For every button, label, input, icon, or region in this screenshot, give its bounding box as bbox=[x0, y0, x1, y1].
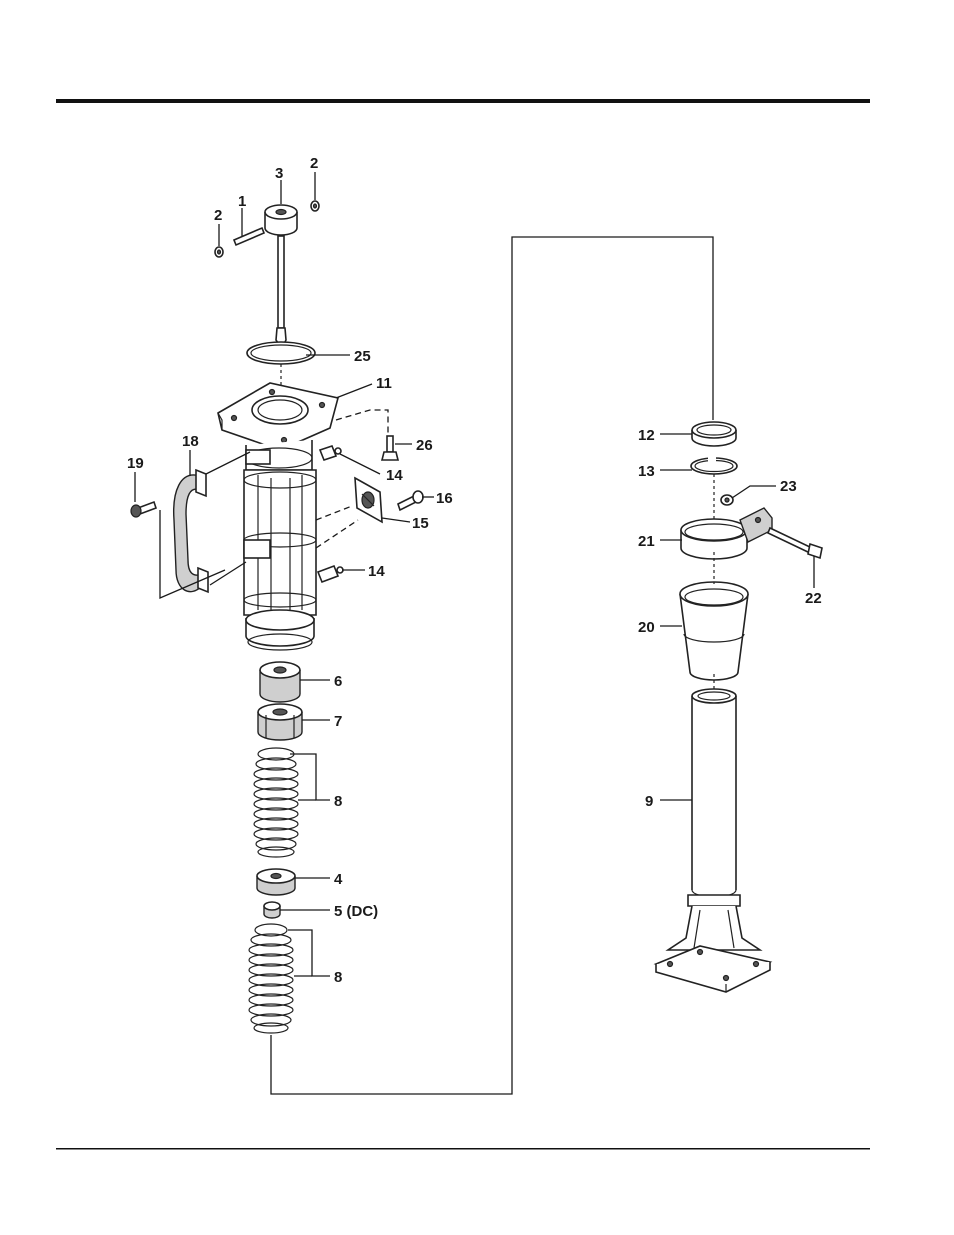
label-12: 12 bbox=[638, 427, 655, 444]
part-7-nut bbox=[258, 704, 302, 740]
left-assembly bbox=[131, 172, 434, 1033]
part-2-nut-left bbox=[215, 247, 223, 257]
part-26-bolt bbox=[382, 436, 398, 460]
part-18-handle bbox=[174, 470, 208, 592]
label-15: 15 bbox=[412, 515, 429, 532]
label-2-right: 2 bbox=[310, 155, 318, 172]
label-19: 19 bbox=[127, 455, 144, 472]
label-6: 6 bbox=[334, 673, 342, 690]
label-18: 18 bbox=[182, 433, 199, 450]
part-4-spacer bbox=[257, 869, 295, 895]
label-7: 7 bbox=[334, 713, 342, 730]
part-11-housing bbox=[218, 383, 338, 650]
part-14-fitting-lower bbox=[318, 566, 343, 582]
part-12-ring bbox=[692, 422, 736, 446]
part-15-plate bbox=[355, 478, 382, 522]
label-14-upper: 14 bbox=[386, 467, 403, 484]
header-rule bbox=[56, 99, 870, 103]
part-2-nut-right bbox=[311, 201, 319, 211]
right-assembly bbox=[656, 422, 822, 992]
footer-rule bbox=[56, 1148, 870, 1150]
label-25: 25 bbox=[354, 348, 371, 365]
part-22-bolt bbox=[768, 528, 822, 558]
label-9: 9 bbox=[645, 793, 653, 810]
label-22: 22 bbox=[805, 590, 822, 607]
part-19-bolt bbox=[131, 502, 156, 517]
part-1-pin bbox=[234, 228, 264, 245]
label-11: 11 bbox=[376, 375, 392, 392]
part-25-o-ring bbox=[247, 342, 315, 364]
part-14-fitting-upper bbox=[320, 446, 341, 460]
part-21-clamp bbox=[681, 508, 772, 559]
label-4: 4 bbox=[334, 871, 343, 888]
label-23: 23 bbox=[780, 478, 797, 495]
part-23-nut bbox=[721, 495, 733, 505]
part-8-spring-lower bbox=[249, 924, 293, 1033]
label-1: 1 bbox=[238, 193, 246, 210]
label-26: 26 bbox=[416, 437, 433, 454]
part-6-bushing bbox=[260, 662, 300, 702]
part-13-snap-ring bbox=[691, 456, 737, 474]
part-3-top-knob bbox=[265, 205, 297, 235]
label-13: 13 bbox=[638, 463, 655, 480]
part-9-base-column bbox=[656, 689, 770, 992]
label-8-upper: 8 bbox=[334, 793, 342, 810]
part-20-cone-sleeve bbox=[680, 582, 748, 680]
part-labels: 1 2 2 3 25 11 26 14 16 15 14 18 19 6 7 8… bbox=[127, 155, 822, 986]
label-14-lower: 14 bbox=[368, 563, 385, 580]
label-2-left: 2 bbox=[214, 207, 222, 224]
part-16-screw bbox=[398, 491, 423, 510]
label-20: 20 bbox=[638, 619, 655, 636]
label-21: 21 bbox=[638, 533, 655, 550]
label-16: 16 bbox=[436, 490, 453, 507]
part-8-spring-upper bbox=[254, 748, 298, 857]
label-8-lower: 8 bbox=[334, 969, 342, 986]
assembly-connector-line bbox=[271, 237, 713, 1094]
label-5: 5 (DC) bbox=[334, 903, 378, 920]
part-5-nut bbox=[264, 902, 280, 918]
label-3: 3 bbox=[275, 165, 283, 182]
